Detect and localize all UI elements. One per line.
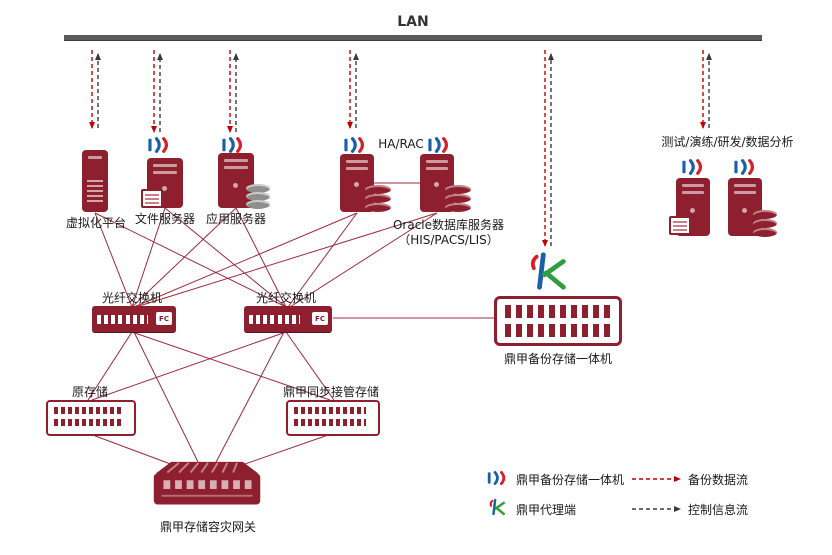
- dingjia-logo-icon: [148, 137, 168, 153]
- sync-storage-label: 鼎甲同步接管存储: [282, 385, 379, 399]
- server-led: [354, 182, 359, 187]
- disk: [445, 194, 471, 203]
- app-server-label: 应用服务器: [205, 212, 266, 226]
- disk: [365, 203, 391, 212]
- server-led: [233, 183, 238, 188]
- legend-appliance-label: 鼎甲备份存储一体机: [516, 473, 625, 487]
- file-server-label: 文件服务器: [134, 212, 195, 226]
- oracle-sublabel: （HIS/PACS/LIS）: [398, 233, 499, 247]
- server-slot: [426, 160, 448, 163]
- server-slot: [734, 184, 756, 187]
- dingjia-logo-icon: [344, 137, 364, 153]
- server-slot: [224, 159, 248, 162]
- server-slot: [88, 156, 102, 159]
- test-server-1-icon: [676, 178, 710, 236]
- server-slot: [734, 191, 756, 194]
- storage-drive-row: [54, 419, 124, 426]
- k-logo-icon: [530, 252, 566, 290]
- sync-storage-icon: [286, 400, 380, 436]
- legend-agent-label: 鼎甲代理端: [516, 503, 577, 517]
- dingjia-logo-icon: [222, 137, 242, 153]
- fc-switch-2-label: 光纤交换机: [255, 291, 316, 305]
- db-cylinder-icon: [365, 185, 391, 213]
- virtualization-label: 虚拟化平台: [65, 216, 126, 230]
- fc-switch-1-icon: FC: [92, 306, 176, 332]
- server-slot: [346, 167, 368, 170]
- legend-backup-flow-label: 备份数据流: [688, 473, 749, 487]
- db-cylinder-icon: [753, 210, 777, 238]
- server-led: [162, 186, 167, 191]
- server-slot: [682, 191, 704, 194]
- backup-appliance-icon: [494, 296, 622, 346]
- switch-ports: [126, 315, 148, 324]
- dr-gateway-label: 鼎甲存储容灾网关: [159, 520, 256, 534]
- storage-drive-row: [294, 407, 366, 414]
- legend-flow-arrows: [632, 476, 681, 512]
- server-grill: [87, 180, 103, 202]
- original-storage-icon: [46, 400, 136, 436]
- fc-switch-1-label: 光纤交换机: [101, 291, 162, 305]
- disk: [365, 185, 391, 194]
- disk: [246, 192, 270, 201]
- switch-ports: [249, 315, 275, 324]
- db-cylinder-icon: [445, 185, 471, 213]
- dingjia-logo-icon: [428, 137, 448, 153]
- original-storage-label: 原存储: [71, 385, 108, 399]
- disk: [445, 185, 471, 194]
- server-slot: [153, 164, 177, 167]
- k-logo-icon: [489, 498, 505, 516]
- ha-rac-label: HA/RAC: [378, 137, 424, 151]
- dingjia-logo-icon: [487, 471, 506, 485]
- switch-ports: [97, 315, 123, 324]
- monitor-icon: [141, 189, 163, 208]
- server-slot: [346, 160, 368, 163]
- disk: [246, 200, 270, 209]
- disk: [445, 203, 471, 212]
- backup-appliance-label: 鼎甲备份存储一体机: [503, 352, 612, 366]
- server-slot: [224, 166, 248, 169]
- disk: [753, 228, 777, 237]
- dingjia-logo-icon: [682, 159, 702, 175]
- oracle-server-2-icon: [420, 154, 454, 212]
- lan-label: LAN: [397, 14, 429, 30]
- storage-drive-row: [294, 419, 366, 426]
- server-slot: [153, 171, 177, 174]
- legend-control-flow-label: 控制信息流: [688, 503, 749, 517]
- oracle-server-1-icon: [340, 154, 374, 212]
- server-led: [742, 208, 747, 213]
- fc-port-label: FC: [312, 312, 328, 325]
- test-group-label: 测试/演练/研发/数据分析: [661, 135, 794, 149]
- switch-ports: [278, 315, 300, 324]
- disk: [753, 210, 777, 219]
- lan-bus: [64, 35, 762, 41]
- dr-gateway-icon: [153, 461, 261, 505]
- disk: [365, 194, 391, 203]
- fc-port-label: FC: [156, 312, 172, 325]
- fc-switch-2-icon: FC: [244, 306, 332, 332]
- appliance-drive-row: [505, 324, 611, 337]
- monitor-screen: [145, 193, 159, 204]
- monitor-screen: [673, 220, 687, 231]
- server-slot: [426, 167, 448, 170]
- appliance-drive-row: [505, 305, 611, 318]
- disk: [246, 184, 270, 193]
- disk-array-icon: [246, 184, 270, 210]
- storage-drive-row: [54, 407, 124, 414]
- server-slot: [682, 184, 704, 187]
- monitor-icon: [669, 216, 691, 235]
- virtualization-server-icon: [82, 150, 108, 212]
- disk: [753, 219, 777, 228]
- server-led: [690, 208, 695, 213]
- oracle-label: Oracle数据库服务器: [392, 218, 505, 232]
- server-led: [434, 182, 439, 187]
- dingjia-logo-icon: [734, 159, 754, 175]
